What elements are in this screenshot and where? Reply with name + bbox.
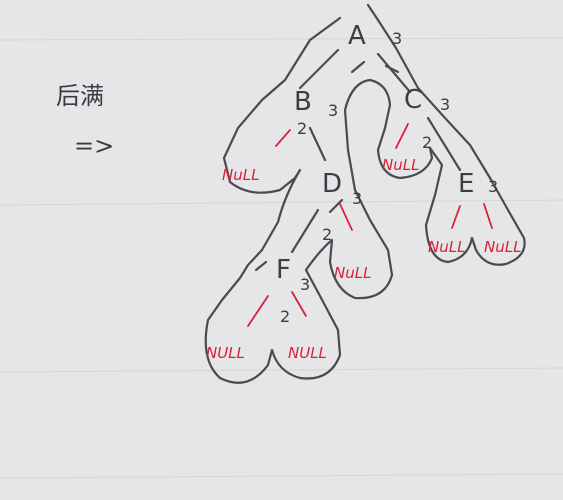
null-leaf-B-left: NuLL	[222, 166, 259, 184]
ruled-lines	[0, 37, 563, 479]
red-marks	[247, 123, 493, 327]
edge-A-B	[298, 48, 340, 90]
edge-A-C	[376, 52, 412, 94]
node-B-visit: 3	[328, 101, 338, 120]
node-D-visit: 3	[352, 189, 362, 208]
node-F-two: 2	[280, 307, 290, 326]
edge-tick-1	[350, 60, 366, 74]
node-C: C	[404, 85, 422, 115]
node-D-two: 2	[322, 225, 332, 244]
null-leaf-F-left: NULL	[206, 344, 245, 362]
null-leaf-E-left: NuLL	[428, 238, 465, 256]
node-E-visit: 3	[488, 177, 498, 196]
edge-C-E	[426, 116, 462, 172]
null-leaf-F-right: NULL	[288, 344, 327, 362]
null-leaf-C-left: NuLL	[382, 156, 419, 174]
edge-B-D	[308, 126, 327, 162]
node-D: D	[322, 169, 342, 199]
null-leaf-D-right: NuLL	[334, 264, 371, 282]
node-A-visit: 3	[392, 29, 402, 48]
node-B-two: 2	[297, 119, 307, 138]
traversal-contour	[204, 3, 526, 384]
node-E: E	[458, 169, 474, 199]
node-F: F	[276, 255, 291, 285]
node-C-two: 2	[422, 133, 432, 152]
node-B: B	[294, 87, 312, 117]
node-F-visit: 3	[300, 275, 310, 294]
handwritten-arrow: =>	[74, 132, 114, 160]
handwritten-note: 后满	[56, 82, 104, 110]
edge-D-F	[290, 208, 320, 254]
node-C-visit: 3	[440, 95, 450, 114]
edge-tick-2	[384, 64, 400, 74]
null-leaf-E-right: NuLL	[484, 238, 521, 256]
node-A: A	[348, 21, 366, 51]
edge-tick-3	[328, 198, 344, 214]
edge-tick-4	[254, 260, 268, 272]
